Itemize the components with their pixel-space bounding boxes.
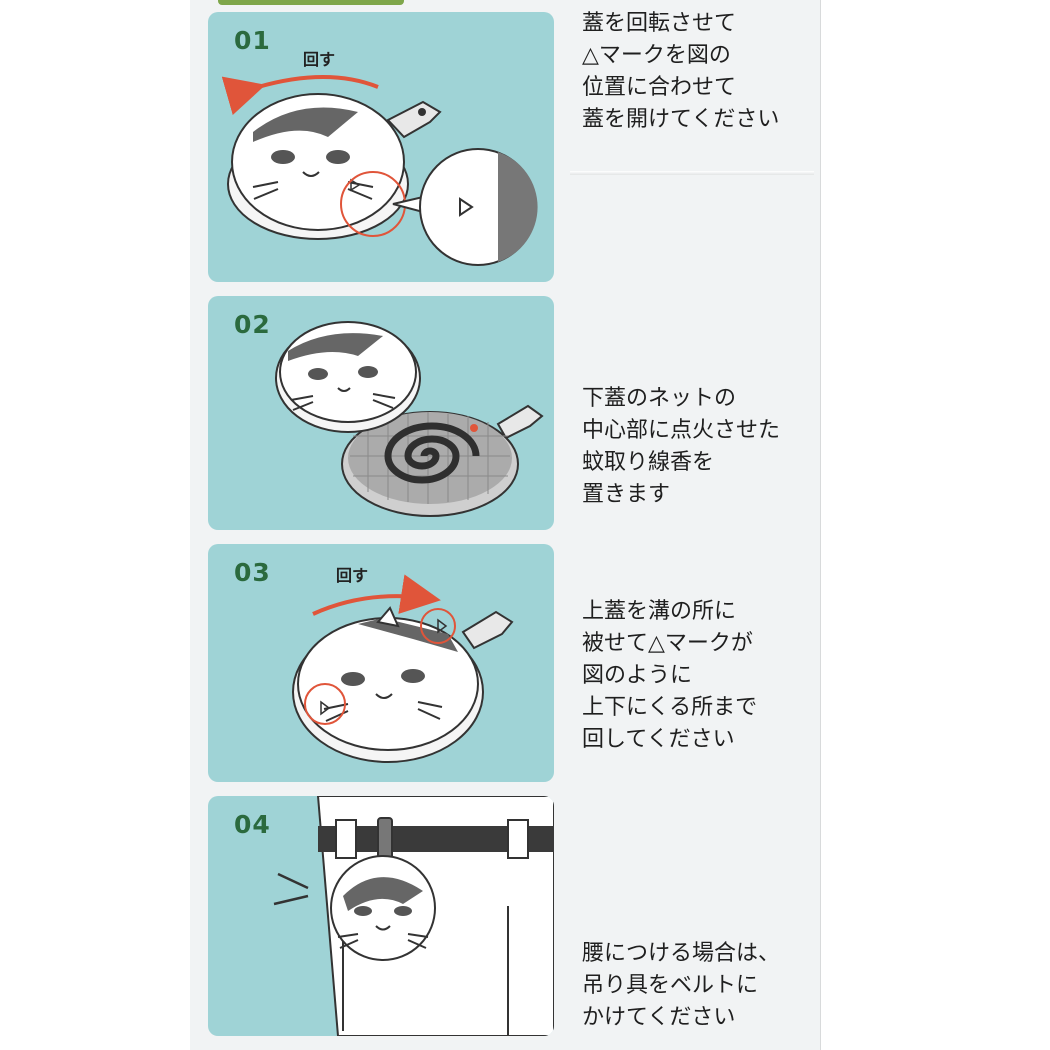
- step-03-description: 上蓋を溝の所に 被せて△マークが 図のように 上下にくる所まで 回してください: [582, 596, 812, 756]
- description-line: かけてください: [582, 1005, 736, 1030]
- description-line: 置きます: [582, 482, 671, 507]
- description-line: 回してください: [582, 727, 735, 752]
- description-line: 位置に合わせて: [582, 75, 737, 100]
- top-accent-bar: [218, 0, 404, 5]
- step-04-description: 腰につける場合は、 吊り具をベルトに かけてください: [582, 938, 812, 1034]
- description-line: 上下にくる所まで: [582, 695, 758, 720]
- description-line: △マークを図の: [582, 43, 731, 68]
- step-03-panel: 03 回す: [208, 544, 554, 782]
- description-line: 吊り具をベルトに: [582, 973, 759, 998]
- description-line: 蓋を開けてください: [582, 107, 780, 132]
- divider: [570, 171, 814, 175]
- mosquito-coil: [384, 422, 480, 484]
- step-01-description: 蓋を回転させて △マークを図の 位置に合わせて 蓋を開けてください: [582, 8, 812, 136]
- step-04-panel: 04: [208, 796, 554, 1036]
- description-line: 被せて△マークが: [582, 631, 753, 656]
- step-02-panel: 02: [208, 296, 554, 530]
- step-01-turn-label: 回す: [303, 50, 336, 69]
- rotate-arrow: [221, 75, 379, 116]
- description-line: 中心部に点火させた: [582, 418, 781, 443]
- description-line: 蓋を回転させて: [582, 11, 737, 36]
- description-line: 腰につける場合は、: [582, 941, 781, 966]
- step-01-panel: 01 回す: [208, 12, 554, 282]
- step-04-illustration: [273, 796, 554, 1036]
- step-03-illustration: [292, 574, 514, 763]
- description-line: 上蓋を溝の所に: [582, 599, 737, 624]
- description-line: 蚊取り線香を: [582, 450, 715, 475]
- step-02-number: 02: [234, 310, 271, 339]
- cat-ear-patch: [253, 107, 358, 142]
- step-01-illustration: [221, 75, 538, 266]
- step-02-description: 下蓋のネットの 中心部に点火させた 蚊取り線香を 置きます: [582, 383, 812, 511]
- hanger-clip: [386, 100, 442, 139]
- step-02-illustration: [275, 321, 544, 517]
- step-03-number: 03: [234, 558, 271, 587]
- step-03-turn-label: 回す: [336, 566, 369, 585]
- step-01-number: 01: [234, 26, 271, 55]
- rotate-arrow: [312, 574, 441, 616]
- step-04-number: 04: [234, 810, 271, 839]
- description-line: 下蓋のネットの: [582, 386, 737, 411]
- description-line: 図のように: [582, 663, 693, 688]
